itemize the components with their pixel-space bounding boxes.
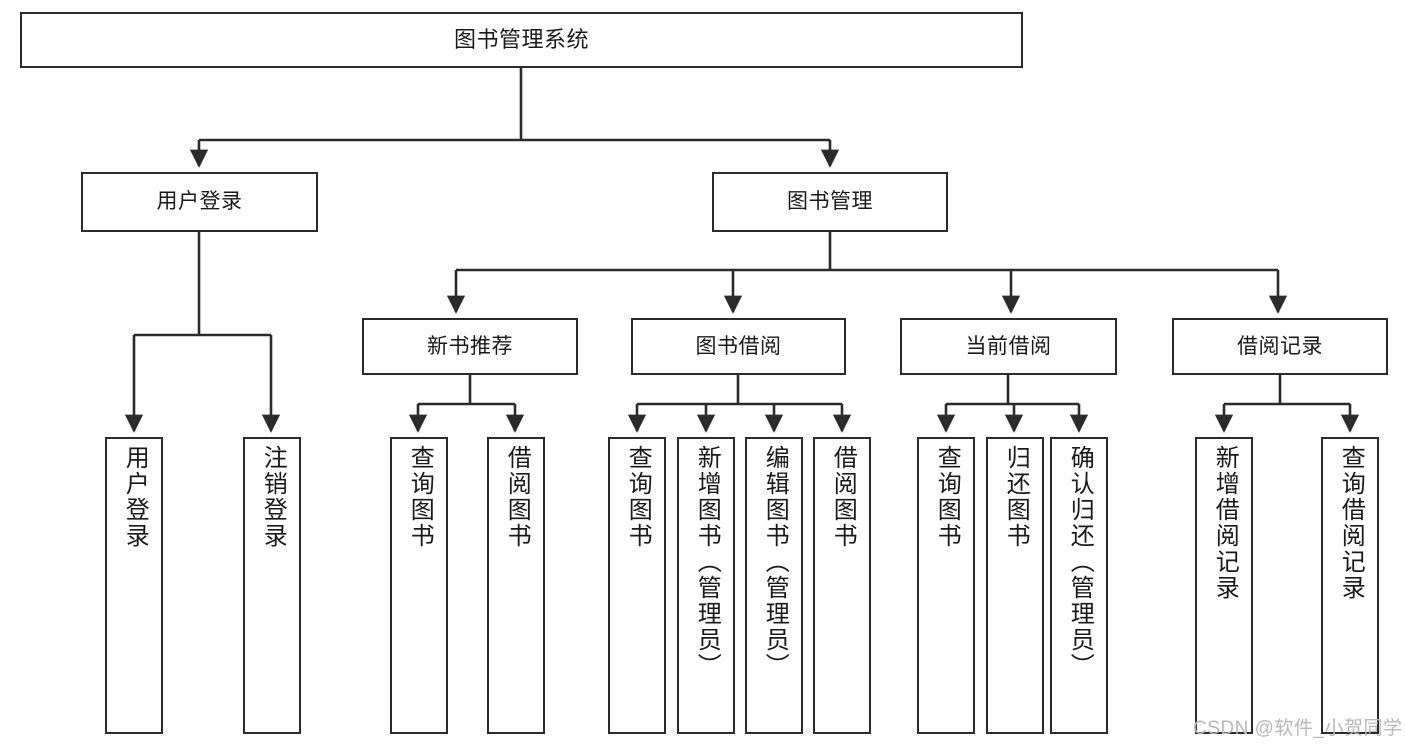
leaf-new-book-query-book[interactable]: 查询图书 [390,437,448,734]
leaf-record-query-borrow-record[interactable]: 查询借阅记录 [1321,437,1379,734]
leaf-record-add-borrow-record[interactable]: 新增借阅记录 [1195,437,1253,734]
node-label: 查询借阅记录 [1337,445,1365,601]
node-label: 当前借阅 [965,334,1052,358]
node-label: 图书管理 [787,190,873,214]
node-label: 查询图书 [624,445,652,549]
node-user-login[interactable]: 用户登录 [81,172,318,232]
leaf-borrow-edit-book-admin[interactable]: 编辑图书（管理员） [745,437,803,734]
leaf-user-login-login[interactable]: 用户登录 [105,437,163,734]
node-label: 用户登录 [121,445,149,549]
node-label: 借阅图书 [829,445,857,549]
node-label: 确认归还（管理员） [1066,445,1094,679]
node-label: 查询图书 [933,445,961,549]
leaf-current-return-book[interactable]: 归还图书 [986,437,1044,734]
node-book-management[interactable]: 图书管理 [712,172,948,232]
leaf-current-query-book[interactable]: 查询图书 [917,437,975,734]
node-label: 新增借阅记录 [1211,445,1239,601]
leaf-current-confirm-return-admin[interactable]: 确认归还（管理员） [1050,437,1108,734]
leaf-borrow-add-book-admin[interactable]: 新增图书（管理员） [677,437,735,734]
node-label: 新增图书（管理员） [693,445,721,679]
node-label: 借阅记录 [1237,334,1323,358]
leaf-new-book-borrow-book[interactable]: 借阅图书 [487,437,545,734]
node-label: 图书管理系统 [453,26,589,52]
node-label: 新书推荐 [427,334,513,358]
node-borrow-record[interactable]: 借阅记录 [1172,318,1388,375]
node-label: 用户登录 [156,190,243,214]
node-label: 借阅图书 [503,445,531,549]
leaf-borrow-query-book[interactable]: 查询图书 [608,437,666,734]
node-label: 查询图书 [406,445,434,549]
leaf-user-login-logout[interactable]: 注销登录 [243,437,301,734]
node-label: 注销登录 [259,445,287,549]
leaf-borrow-borrow-book[interactable]: 借阅图书 [813,437,871,734]
csdn-watermark: CSDN @软件_小贺同学 [1193,718,1403,739]
node-label: 归还图书 [1002,445,1030,549]
node-label: 图书借阅 [695,334,782,358]
node-label: 编辑图书（管理员） [761,445,789,679]
node-root-library-management-system[interactable]: 图书管理系统 [20,12,1023,68]
node-book-borrow[interactable]: 图书借阅 [631,318,846,375]
node-new-book-recommend[interactable]: 新书推荐 [362,318,578,375]
node-current-borrow[interactable]: 当前借阅 [900,318,1117,375]
